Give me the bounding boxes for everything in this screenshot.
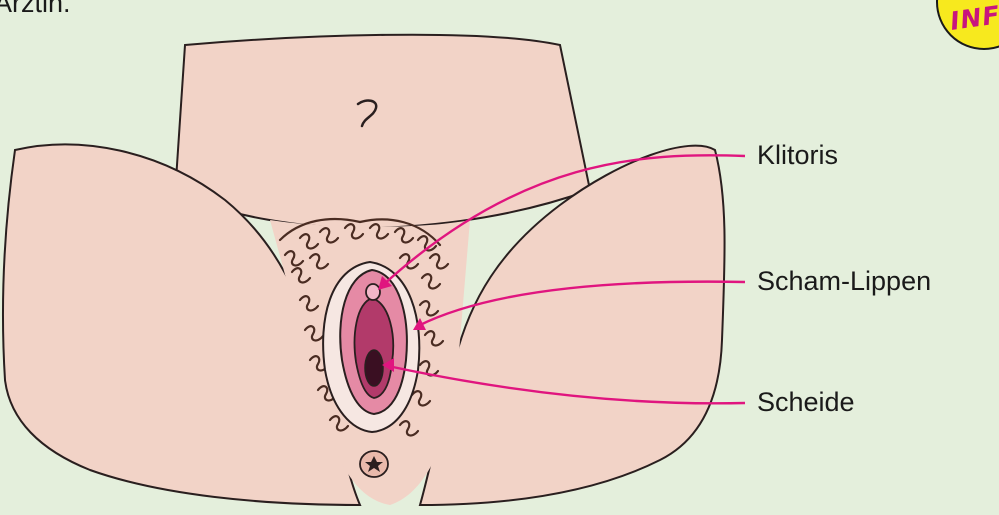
info-badge-text: INFO [948, 0, 999, 36]
intro-text: Ärztin. [0, 0, 71, 19]
clitoris [366, 284, 380, 300]
abdomen [175, 35, 590, 228]
label-scham-lippen: Scham-Lippen [757, 266, 931, 297]
label-scheide: Scheide [757, 387, 855, 418]
label-klitoris: Klitoris [757, 140, 838, 171]
vaginal-opening [365, 350, 383, 386]
